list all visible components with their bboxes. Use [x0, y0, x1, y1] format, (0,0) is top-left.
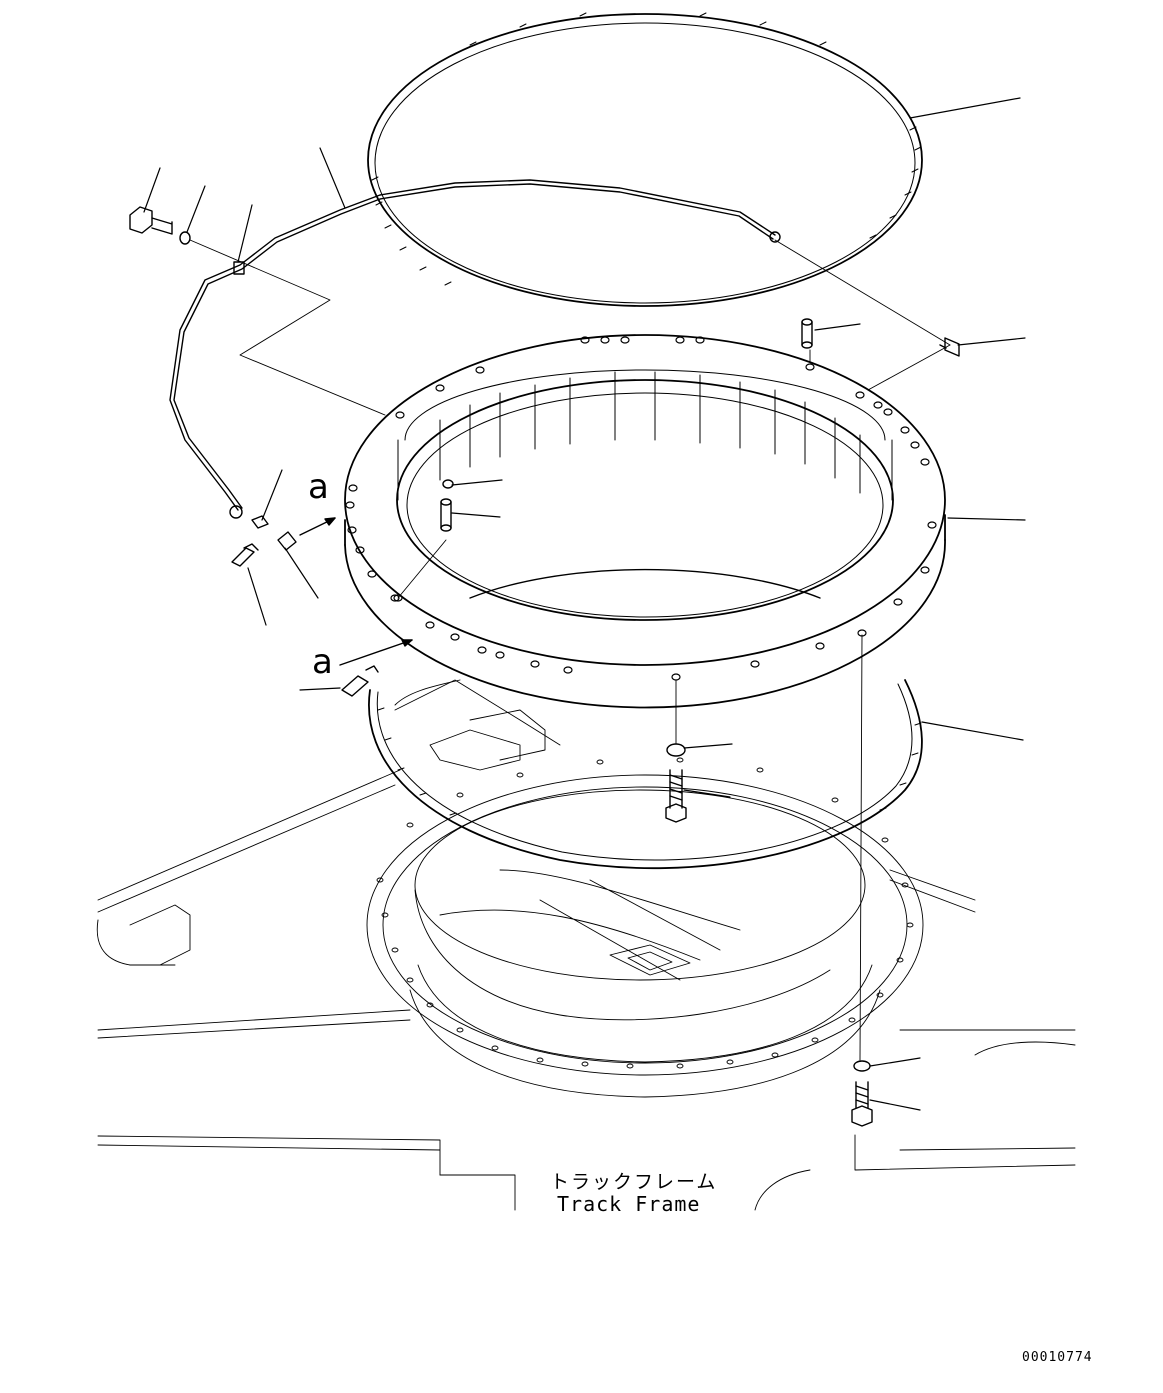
track-frame-label-english: Track Frame	[557, 1192, 701, 1216]
track-frame	[97, 680, 1075, 1210]
callout-a-upper: a	[308, 467, 329, 507]
frame-washer	[854, 1061, 870, 1071]
dowel-pin-inner-2	[441, 499, 451, 531]
callout-a-lower: a	[312, 642, 333, 682]
mount-bolt	[666, 770, 686, 822]
leader-lines	[144, 98, 1025, 1110]
clamp-washer	[180, 232, 190, 244]
lower-seal-ring	[369, 680, 922, 868]
track-frame-label-japanese: トラックフレーム	[550, 1171, 718, 1193]
drawing-number: 00010774	[1022, 1350, 1093, 1365]
frame-bolt	[852, 1082, 872, 1126]
grease-fitting-lower	[342, 666, 378, 696]
clamp-bolt	[130, 207, 172, 234]
dowel-pin-inner-1	[443, 480, 453, 488]
grease-fitting-left-nipple	[252, 516, 268, 528]
grease-tube	[170, 180, 780, 518]
top-seal-ring	[368, 13, 922, 306]
callout-arrows	[300, 518, 412, 665]
swing-circle-bearing	[345, 335, 945, 707]
grease-fitting-left-elbow	[232, 544, 258, 566]
dowel-pin-right	[802, 319, 812, 348]
mount-washer	[667, 744, 685, 756]
grease-fitting-left-adapter	[278, 532, 296, 550]
